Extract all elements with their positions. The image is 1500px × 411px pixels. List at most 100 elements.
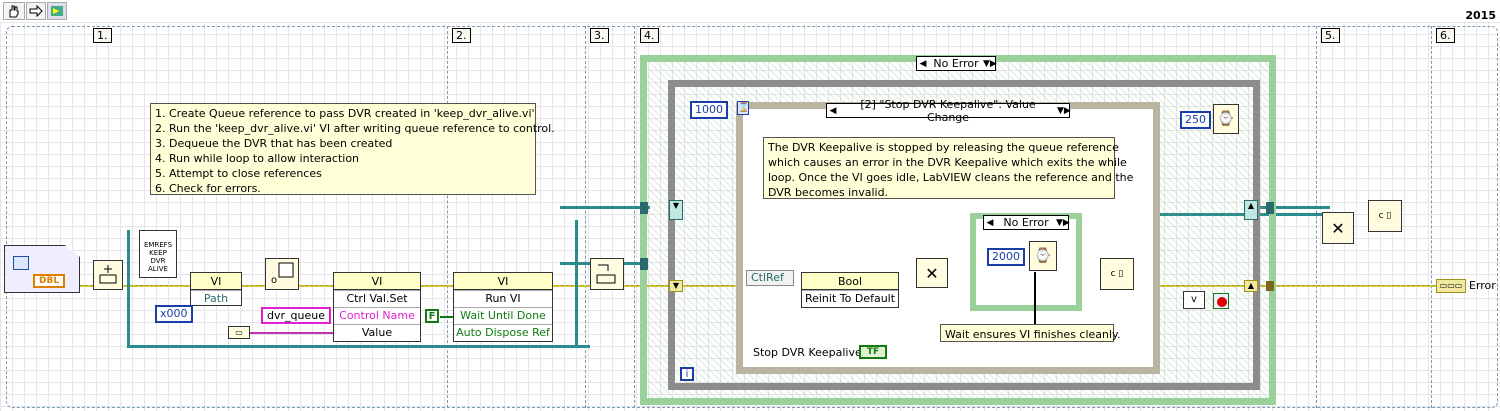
ctrl-val-title: VI bbox=[371, 274, 383, 288]
hourglass-icon: ⌛ bbox=[737, 101, 750, 115]
stop-dot-icon bbox=[1217, 297, 1227, 307]
value-wire bbox=[248, 332, 338, 334]
frame-divider bbox=[585, 26, 586, 408]
stop-control-label: Stop DVR Keepalive bbox=[753, 346, 862, 359]
wait-comment: Wait ensures VI finishes cleanly. bbox=[940, 324, 1121, 342]
reinit-method: Reinit To Default bbox=[802, 290, 898, 307]
run-arrow-button[interactable] bbox=[26, 2, 46, 20]
selector-right-icon[interactable]: ▼▶ bbox=[983, 58, 997, 69]
frame-divider bbox=[1431, 26, 1432, 408]
dbl-control[interactable]: DBL bbox=[4, 245, 80, 293]
control-glyph-icon bbox=[13, 256, 29, 270]
run-vi-node[interactable]: VI Run VI Wait Until Done Auto Dispose R… bbox=[453, 272, 553, 342]
bool-header: Bool bbox=[802, 273, 898, 290]
bool-title: Bool bbox=[837, 274, 863, 288]
svg-text:o: o bbox=[271, 275, 277, 286]
wait-until-done-input: Wait Until Done bbox=[454, 307, 552, 324]
wait-250-node[interactable]: ⌚ bbox=[1213, 104, 1239, 134]
to-variant-node[interactable]: ▭ bbox=[228, 326, 250, 339]
open-reference-node[interactable]: o bbox=[265, 258, 299, 290]
run-vi-title: VI bbox=[497, 274, 509, 288]
path-row: Path bbox=[191, 290, 241, 307]
auto-dispose-input: Auto Dispose Ref bbox=[454, 324, 552, 341]
stop-condition-icon[interactable] bbox=[1213, 293, 1229, 309]
ctrl-val-header: VI bbox=[334, 273, 420, 290]
event-label: [2] "Stop DVR Keepalive": Value Change bbox=[860, 97, 1036, 124]
release-icon: ✕ bbox=[925, 263, 939, 283]
obtain-queue-node[interactable] bbox=[93, 260, 123, 290]
frame-label-6: 6. bbox=[1436, 28, 1455, 43]
vi-file-constant[interactable]: EMREFS KEEP DVR ALIVE bbox=[139, 230, 177, 278]
stop-control-terminal[interactable]: TF bbox=[859, 345, 887, 359]
hand-icon bbox=[9, 5, 19, 18]
dequeue-icon bbox=[596, 264, 616, 284]
or-node[interactable]: v bbox=[1183, 291, 1205, 309]
clock-icon: ⌚ bbox=[1034, 248, 1052, 264]
while-loop bbox=[668, 80, 1260, 390]
operate-tool-button[interactable] bbox=[3, 2, 25, 20]
run-vi-method: Run VI bbox=[454, 290, 552, 307]
selector-left-icon[interactable]: ◀ bbox=[919, 58, 927, 69]
ref-vertical bbox=[575, 220, 578, 348]
path-node-title: VI bbox=[210, 274, 222, 288]
frame-label-1: 1. bbox=[93, 28, 112, 43]
frame-label-3: 3. bbox=[590, 28, 609, 43]
timeout-constant[interactable]: 1000 bbox=[690, 101, 728, 119]
ctlref-node[interactable]: CtlRef bbox=[746, 270, 794, 286]
ctrl-val-set-node[interactable]: VI Ctrl Val.Set Control Name Value bbox=[333, 272, 421, 342]
close-reference-node-final[interactable]: c ▯ bbox=[1368, 200, 1402, 232]
control-name-input: Control Name bbox=[334, 307, 420, 324]
release-icon: ✕ bbox=[1331, 218, 1345, 238]
event-left-icon[interactable]: ◀ bbox=[829, 105, 837, 116]
frame-divider bbox=[634, 26, 635, 408]
dvr-comment: The DVR Keepalive is stopped by releasin… bbox=[763, 137, 1133, 199]
tunnel bbox=[640, 202, 648, 214]
event-selector[interactable]: ◀ [2] "Stop DVR Keepalive": Value Change… bbox=[826, 98, 1071, 124]
tunnel bbox=[640, 258, 648, 270]
frame-label-2: 2. bbox=[452, 28, 471, 43]
queue-ref-wire bbox=[1250, 206, 1330, 209]
dbl-terminal: DBL bbox=[33, 274, 66, 288]
wait-2000-constant[interactable]: 2000 bbox=[987, 248, 1025, 266]
frame-divider bbox=[1316, 26, 1317, 408]
close-reference-node[interactable]: c ▯ bbox=[1100, 258, 1134, 290]
shift-register-right: ▲ bbox=[1244, 200, 1258, 220]
version-label: 2015 bbox=[1465, 9, 1496, 22]
reference-icon: o bbox=[271, 262, 294, 286]
wait-250-constant[interactable]: 250 bbox=[1180, 111, 1211, 129]
tunnel bbox=[1266, 281, 1274, 291]
inner-case-selector[interactable]: ◀ No Error ▼▶ bbox=[983, 215, 1070, 230]
flat-sequence-frame bbox=[6, 26, 1498, 408]
release-queue-node[interactable]: ✕ bbox=[916, 258, 948, 288]
dvr-queue-constant[interactable]: dvr_queue bbox=[261, 307, 331, 324]
path-node-header: VI bbox=[191, 273, 241, 290]
bool-property-node[interactable]: Bool Reinit To Default bbox=[801, 272, 899, 308]
inner-right-icon[interactable]: ▼▶ bbox=[1056, 217, 1070, 228]
run-vi-header: VI bbox=[454, 273, 552, 290]
release-queue-node-final[interactable]: ✕ bbox=[1322, 212, 1354, 244]
variant-icon: ▭ bbox=[235, 328, 243, 337]
run-continuously-button[interactable] bbox=[47, 2, 67, 20]
arrow-icon bbox=[29, 5, 43, 17]
false-constant[interactable]: F bbox=[425, 309, 439, 323]
dequeue-node[interactable] bbox=[590, 258, 624, 290]
frame-label-4: 4. bbox=[640, 28, 659, 43]
open-vi-ref-node[interactable]: VI Path bbox=[190, 272, 242, 306]
hex-constant[interactable]: x000 bbox=[155, 305, 193, 323]
queue-ref-vertical bbox=[127, 230, 130, 348]
queue-icon bbox=[99, 265, 117, 284]
error-out-label: Error bbox=[1469, 279, 1496, 292]
outer-case-selector[interactable]: ◀ No Error ▼▶ bbox=[916, 56, 997, 71]
inner-left-icon[interactable]: ◀ bbox=[986, 217, 994, 228]
outer-case-label: No Error bbox=[933, 57, 979, 70]
loop-iteration-terminal: i bbox=[680, 367, 694, 381]
error-indicator[interactable]: ▭▭▭ bbox=[1436, 279, 1466, 293]
event-right-icon[interactable]: ▼▶ bbox=[1057, 105, 1071, 116]
wait-2000-node[interactable]: ⌚ bbox=[1029, 241, 1057, 271]
close-ref-icon: c ▯ bbox=[1378, 211, 1392, 221]
shift-register-right-err: ▲ bbox=[1244, 280, 1258, 292]
frame-divider bbox=[447, 26, 448, 408]
run-icon bbox=[51, 6, 63, 16]
inner-case-label: No Error bbox=[1003, 216, 1049, 229]
clock-icon: ⌚ bbox=[1217, 111, 1235, 127]
